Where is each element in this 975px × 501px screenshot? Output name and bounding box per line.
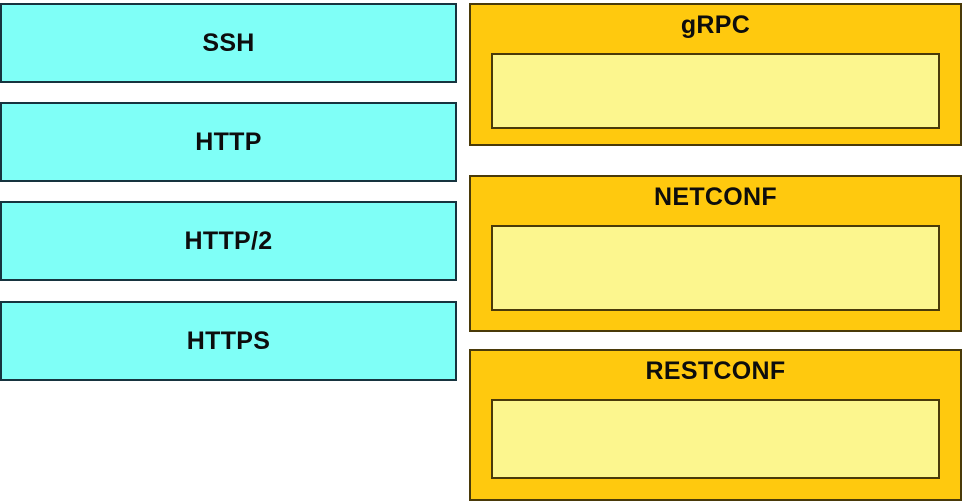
api-box-title: gRPC bbox=[680, 11, 751, 39]
protocol-box-label: SSH bbox=[202, 28, 255, 57]
protocol-box-ssh[interactable]: SSH bbox=[0, 3, 457, 83]
protocol-box-label: HTTPS bbox=[186, 326, 271, 355]
api-box-content-area bbox=[491, 399, 940, 479]
api-box-title: RESTCONF bbox=[645, 357, 786, 385]
api-box-netconf[interactable]: NETCONF bbox=[469, 175, 962, 332]
protocol-box-http2[interactable]: HTTP/2 bbox=[0, 201, 457, 281]
api-box-content-area bbox=[491, 225, 940, 311]
protocol-box-label: HTTP/2 bbox=[184, 226, 273, 255]
api-column: gRPC NETCONF RESTCONF bbox=[469, 0, 975, 501]
api-box-title: NETCONF bbox=[654, 183, 777, 211]
protocol-box-https[interactable]: HTTPS bbox=[0, 301, 457, 381]
api-box-content-area bbox=[491, 53, 940, 129]
protocol-column: SSH HTTP HTTP/2 HTTPS bbox=[0, 0, 459, 501]
api-box-restconf[interactable]: RESTCONF bbox=[469, 349, 962, 501]
protocol-box-label: HTTP bbox=[195, 127, 262, 156]
protocol-box-http[interactable]: HTTP bbox=[0, 102, 457, 182]
api-box-grpc[interactable]: gRPC bbox=[469, 3, 962, 146]
